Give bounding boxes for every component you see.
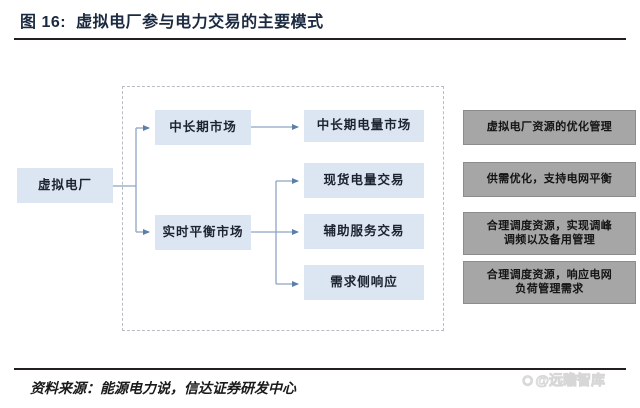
- market-group-region: [122, 86, 444, 331]
- node-realtime-balancing-market[interactable]: 实时平衡市场: [155, 215, 251, 250]
- page-title: 图 16: 虚拟电厂参与电力交易的主要模式: [20, 8, 324, 32]
- node-ancillary-service-trading[interactable]: 辅助服务交易: [304, 214, 424, 249]
- node-spot-energy-trading[interactable]: 现货电量交易: [304, 163, 424, 198]
- source-note: 资料来源：能源电力说，信达证券研发中心: [30, 382, 296, 397]
- header-divider: [14, 38, 626, 40]
- weibo-icon: ◉: [522, 372, 534, 388]
- note-peak-frequency-reserve: 合理调度资源，实现调峰 调频以及备用管理: [463, 212, 636, 255]
- note-resource-optimization: 虚拟电厂资源的优化管理: [463, 110, 636, 145]
- watermark-label: @远瞻智库: [535, 372, 606, 389]
- node-midterm-market[interactable]: 中长期市场: [155, 110, 251, 145]
- figure-number: 图 16:: [20, 14, 67, 31]
- figure-title-text: 虚拟电厂参与电力交易的主要模式: [76, 14, 324, 31]
- node-vpp[interactable]: 虚拟电厂: [17, 168, 113, 203]
- watermark: ◉ @远瞻智库: [522, 370, 606, 390]
- node-midterm-energy-market[interactable]: 中长期电量市场: [304, 110, 424, 142]
- node-demand-response[interactable]: 需求侧响应: [304, 265, 424, 300]
- note-grid-load-management: 合理调度资源，响应电网 负荷管理需求: [463, 261, 636, 304]
- footer-divider: [14, 368, 626, 370]
- note-supply-demand-balance: 供需优化，支持电网平衡: [463, 162, 636, 197]
